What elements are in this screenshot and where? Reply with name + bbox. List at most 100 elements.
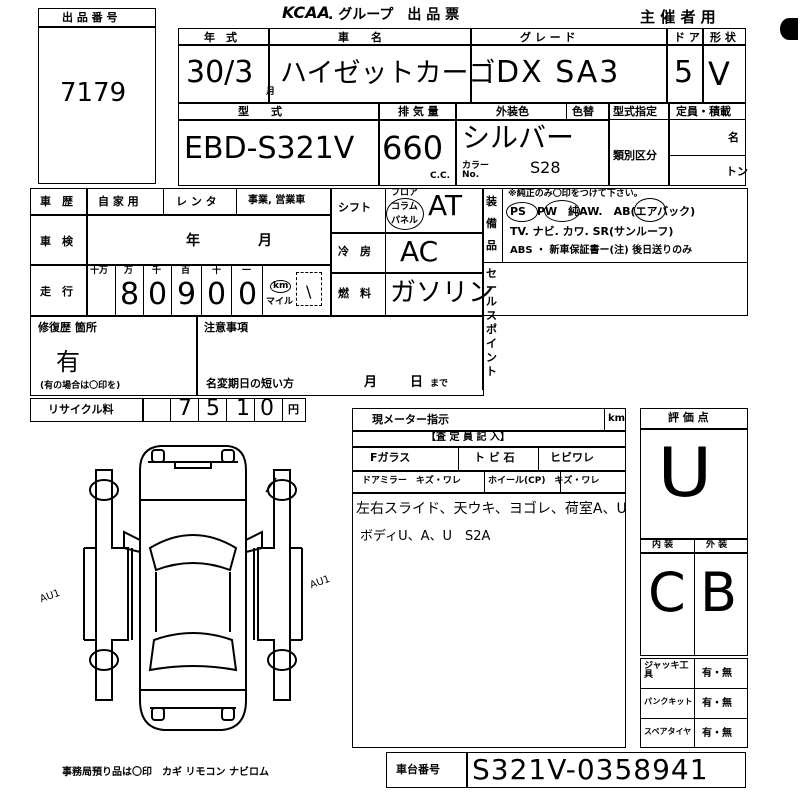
color-no-label: カラー No. (462, 161, 490, 180)
repair-label: 修復歴 箇所 (38, 321, 97, 334)
mileage-digit: 0 (238, 277, 258, 312)
sales-point-char: ト (486, 365, 497, 378)
recycle-unit: 円 (288, 403, 299, 416)
jack-choice: 有・無 (702, 668, 732, 679)
history-option-business: 事業, 営業車 (248, 195, 306, 206)
fuel-value: ガソリン (390, 278, 495, 308)
notes-label: 注意事項 (204, 321, 248, 334)
mileage-unit-100k: 十万 (90, 266, 109, 276)
exterior-value: B (700, 561, 738, 624)
sales-point-char: セ (486, 267, 497, 280)
color-change-label: 色替 (572, 105, 594, 118)
equipment-label-2: 備 (486, 217, 497, 230)
equipment-row-1: PS PW 純AW. AB(エアバック) (510, 205, 696, 218)
spare-choice: 有・無 (702, 728, 732, 739)
mileage-unit-1: 一 (242, 266, 252, 276)
vehicle-grid (178, 28, 746, 186)
grade-label: グ レ ー ド (520, 31, 576, 44)
history-option-rental: レ ン タ (176, 195, 217, 208)
equipment-label-3: 品 (486, 239, 497, 252)
capacity-label: 定員・積載 (676, 105, 731, 118)
capacity-unit-people: 名 (728, 131, 739, 144)
organizer-label: 主 催 者 用 (640, 8, 716, 26)
crack-label: ヒビワレ (550, 451, 594, 464)
meter-box (352, 408, 626, 748)
rating-label: 評 価 点 (668, 411, 709, 424)
lot-number-box (38, 8, 156, 184)
sales-point-char: ン (486, 351, 497, 364)
repair-value: 有 (56, 348, 80, 376)
ac-value: AC (400, 235, 439, 268)
lot-number-label: 出 品 番 号 (62, 11, 118, 24)
exterior-label: 外 装 (706, 540, 728, 550)
door-value: 5 (674, 55, 694, 90)
sales-point-char: ポ (486, 323, 497, 336)
spare-label: スペアタイヤ (644, 727, 692, 736)
chassis-value: S321V-0358941 (472, 753, 709, 786)
meter-label: 現メーター指示 (372, 413, 449, 426)
mileage-check-box (296, 272, 322, 306)
name-change-label: 名変期日の短い方 (206, 377, 294, 390)
puncture-label: パンクキット (644, 697, 693, 706)
color-no-value: S28 (530, 158, 561, 177)
name-label: 車 名 (338, 31, 382, 44)
model-spec-label: 型式指定 (613, 105, 657, 118)
history-label: 車 歴 (40, 195, 73, 208)
recycle-label: リサイクル料 (48, 403, 114, 416)
shift-label: シフト (338, 201, 371, 214)
displacement-unit: C.C. (430, 171, 451, 181)
inspector-label: 【査 定 員 記 入】 (426, 432, 510, 443)
mileage-digit: 0 (207, 277, 227, 312)
mileage-unit-100: 百 (181, 266, 191, 276)
recycle-digit: 0 (260, 396, 274, 421)
meter-unit: km (608, 413, 626, 424)
name-change-day: 日 (410, 375, 424, 390)
mileage-mile-label: マイル (266, 297, 294, 307)
repair-box (30, 316, 198, 396)
inspector-comment-2: ボディU、A、U S2A (360, 529, 491, 544)
year-unit: 月 (266, 87, 276, 97)
door-label: ド ア (674, 31, 700, 44)
grade-value: DX SA3 (496, 55, 621, 90)
recycle-digit: 1 (236, 396, 250, 421)
color-value: シルバー (462, 121, 575, 154)
mileage-check-mark: \ (306, 282, 312, 301)
ac-label: 冷 房 (338, 245, 371, 258)
recycle-digit: 7 (178, 396, 192, 421)
repair-note: (有の場合は〇印を) (40, 381, 121, 391)
office-items: 事務局預り品は〇印 カギ リモコン ナビロム (62, 767, 269, 778)
equipment-row-2: TV. ナビ. カワ. SR(サンルーフ) (510, 225, 674, 238)
name-change-until: まで (430, 379, 449, 389)
mileage-unit-1k: 千 (152, 266, 162, 276)
mileage-km-label: km (270, 280, 292, 293)
mileage-label: 走 行 (40, 285, 73, 298)
rating-value: U (657, 434, 713, 513)
interior-label: 内 装 (652, 540, 674, 550)
logo: KCAA (282, 3, 330, 22)
equipment-circle-ps (506, 202, 538, 222)
model-value: EBD-S321V (184, 131, 355, 166)
equipment-note: ※純正のみ〇印をつけて下さい。 (508, 189, 643, 199)
fuel-label: 燃 料 (338, 287, 371, 300)
shape-value: V (708, 55, 730, 93)
displacement-label: 排 気 量 (398, 105, 439, 118)
capacity-unit-ton: トン (726, 165, 748, 178)
shift-value: AT (428, 189, 463, 222)
wheel-label: ホイール(CP) キズ・ワレ (488, 476, 600, 486)
color-label: 外装色 (496, 105, 529, 118)
mileage-digit: 9 (177, 277, 197, 312)
equipment-row-3: ABS ・ 新車保証書ー(注) 後日送りのみ (510, 245, 693, 256)
recycle-digit: 5 (206, 396, 220, 421)
notes-box (196, 316, 484, 396)
shape-label: 形 状 (710, 31, 736, 44)
sales-point-char: イ (486, 337, 497, 350)
recycle-box (30, 398, 306, 422)
model-label: 型 式 (238, 105, 282, 118)
equipment-label-1: 装 (486, 195, 497, 208)
displacement-value: 660 (382, 129, 444, 167)
sales-point-char: ル (486, 295, 497, 308)
mileage-digit: 0 (148, 277, 168, 312)
history-option-private: 自 家 用 (98, 195, 139, 208)
puncture-choice: 有・無 (702, 698, 732, 709)
